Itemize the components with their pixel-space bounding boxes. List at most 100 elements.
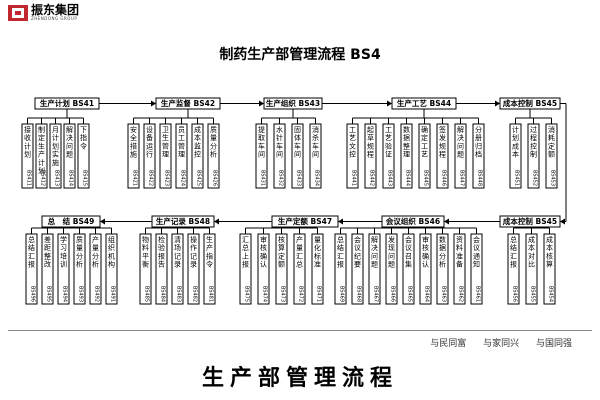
step-label-char: 结 — [510, 243, 517, 252]
step-label-char: 艺 — [421, 151, 428, 159]
step-code: BS496 — [30, 286, 36, 302]
step-label-char: 员 — [178, 126, 185, 134]
step-label-char: 核 — [546, 251, 553, 260]
step-code: BS445 — [423, 170, 429, 186]
step-label-char: 告 — [158, 260, 165, 269]
step-label-char: 划 — [38, 166, 45, 175]
step-label-char: 间 — [276, 151, 283, 159]
step-label-char: 决 — [457, 133, 464, 142]
step-code: BS434 — [314, 170, 320, 186]
step-label-char: 本 — [528, 243, 535, 252]
step-label-char: 指 — [206, 251, 213, 260]
process-node-label: 生产定额 BS47 — [278, 216, 332, 226]
step-label-char: 艺 — [349, 134, 356, 142]
step-code: BS493 — [78, 286, 84, 302]
process-node-label: 生产记录 BS48 — [156, 216, 210, 226]
step-label-char: 检 — [158, 235, 165, 244]
step-label-char: 量 — [210, 134, 217, 142]
step-label-char: 过 — [530, 125, 537, 134]
step-label-char: 体 — [294, 133, 301, 142]
step-label-char: 析 — [76, 260, 83, 269]
step-label-char: 车 — [258, 141, 265, 150]
step-label-char: 结 — [337, 243, 344, 252]
step-box — [139, 233, 152, 305]
step-label-char: 计 — [38, 158, 45, 167]
step-label-char: 间 — [312, 151, 319, 159]
step-label-char: 议 — [354, 244, 361, 252]
step-box — [143, 123, 156, 189]
step-label-char: 析 — [439, 260, 446, 269]
step-code: BS481 — [208, 286, 214, 302]
step-label-char: 规 — [367, 141, 374, 150]
step-label-char: 全 — [130, 133, 137, 142]
step-label-char: 分 — [76, 251, 83, 260]
step-label-char: 资 — [456, 235, 463, 244]
step-label-char: 卫 — [162, 126, 169, 134]
step-box — [527, 123, 540, 189]
step-label-char: 发 — [388, 235, 395, 244]
step-label-char: 上 — [242, 251, 249, 260]
step-label-char: 运 — [146, 142, 153, 150]
step-label-char: 录 — [190, 261, 197, 269]
step-label-char: 监 — [194, 141, 201, 150]
step-label-char: 下 — [80, 126, 87, 134]
step-label-char: 汇 — [28, 252, 35, 260]
step-box — [454, 123, 467, 189]
step-code: BS472 — [298, 286, 304, 302]
flow-arrow-icon — [100, 218, 105, 225]
step-label-char: 签 — [439, 125, 446, 134]
step-box — [507, 233, 520, 305]
step-label-char: 证 — [385, 151, 392, 159]
step-label-char: 通 — [473, 251, 480, 260]
step-code: BS494 — [62, 286, 68, 302]
step-label-char: 工 — [178, 134, 185, 142]
step-label-char: 消 — [312, 125, 319, 134]
step-label-char: 取 — [258, 134, 265, 142]
step-label-char: 理 — [403, 151, 410, 159]
process-node-label: 成本控制 BS45 — [503, 98, 557, 108]
step-label-char: 量 — [76, 244, 83, 252]
step-label-char: 认 — [422, 260, 429, 269]
step-code: BS454 — [548, 286, 554, 302]
step-code: BS421 — [132, 170, 138, 186]
step-label-char: 册 — [475, 134, 482, 142]
step-label-char: 产 — [296, 235, 303, 244]
step-code: BS411 — [26, 170, 32, 186]
step-label-char: 令 — [206, 260, 213, 269]
step-label-char: 归 — [475, 141, 482, 150]
step-label-char: 定 — [38, 133, 45, 142]
step-code: BS451 — [514, 170, 520, 186]
step-box — [21, 123, 34, 189]
step-box — [35, 123, 48, 189]
step-label-char: 报 — [337, 260, 344, 269]
step-box — [105, 233, 118, 305]
step-label-char: 规 — [439, 141, 446, 150]
step-label-char: 结 — [28, 243, 35, 252]
step-label-char: 比 — [528, 260, 535, 269]
step-box — [159, 123, 172, 189]
step-label-char: 学 — [60, 235, 67, 244]
step-label-char: 平 — [142, 252, 149, 260]
step-label-char: 总 — [242, 243, 249, 252]
step-label-char: 记 — [174, 252, 181, 260]
step-label-char: 解 — [457, 125, 464, 134]
step-label-char: 月 — [52, 126, 59, 134]
step-label-char: 水 — [276, 125, 283, 134]
step-label-char: 报 — [242, 260, 249, 269]
step-label-char: 文 — [349, 141, 356, 150]
step-label-char: 机 — [108, 251, 115, 260]
step-label-char: 议 — [473, 244, 480, 252]
step-label-char: 艺 — [385, 134, 392, 142]
step-code: BS443 — [387, 170, 393, 186]
step-label-char: 衡 — [142, 260, 149, 269]
step-box — [273, 123, 286, 189]
step-label-char: 杀 — [312, 133, 319, 142]
step-code: BS467 — [373, 286, 379, 302]
step-label-char: 施 — [52, 158, 59, 167]
step-box — [41, 233, 54, 305]
step-code: BS463 — [441, 286, 447, 302]
step-label-char: 定 — [548, 141, 555, 150]
diagram-title: 制药生产部管理流程 BS4 — [219, 47, 381, 63]
step-label-char: 计 — [52, 133, 59, 142]
step-box — [545, 123, 558, 189]
